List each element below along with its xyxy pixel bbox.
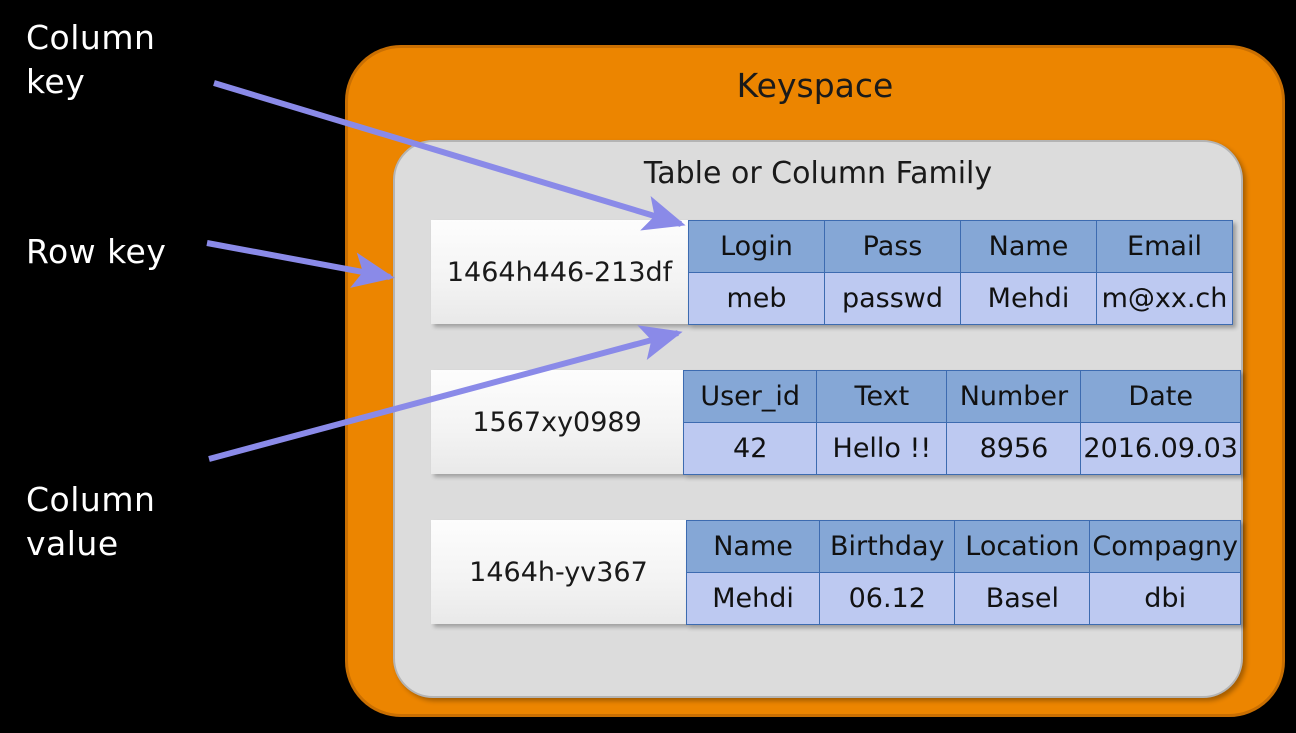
column-value-row: Mehdi 06.12 Basel dbi (685, 572, 1241, 625)
column-value-cell: Mehdi (685, 572, 821, 625)
column-value-cell: 2016.09.03 (1080, 422, 1241, 475)
row-key-cell: 1567xy0989 (431, 370, 684, 474)
column-value-cell: meb (688, 272, 825, 325)
keyspace-title: Keyspace (736, 66, 894, 105)
column-value-cell: passwd (824, 272, 961, 325)
column-header-cell: Login (688, 220, 825, 273)
table-row: 1464h446-213df Login Pass Name Email meb… (431, 220, 1233, 325)
column-header-cell: Birthday (819, 520, 956, 573)
column-header-cell: User_id (683, 370, 818, 423)
column-header-cell: Text (816, 370, 948, 423)
column-table: Login Pass Name Email meb passwd Mehdi m… (688, 220, 1233, 325)
column-header-cell: Number (946, 370, 1082, 423)
column-value-row: 42 Hello !! 8956 2016.09.03 (683, 422, 1241, 475)
column-value-cell: 06.12 (819, 572, 956, 625)
table-row: 1464h-yv367 Name Birthday Location Compa… (431, 520, 1241, 625)
annotation-column-value: Column value (26, 480, 156, 563)
column-value-cell: m@xx.ch (1096, 272, 1233, 325)
column-header-row: Login Pass Name Email (688, 220, 1233, 273)
column-header-cell: Compagny (1089, 520, 1241, 573)
column-value-cell: 8956 (946, 422, 1082, 475)
column-header-cell: Name (685, 520, 821, 573)
column-family-title: Table or Column Family (643, 156, 993, 191)
column-table: User_id Text Number Date 42 Hello !! 895… (683, 370, 1241, 475)
column-value-cell: Basel (954, 572, 1091, 625)
column-header-row: User_id Text Number Date (683, 370, 1241, 423)
row-key-cell: 1464h-yv367 (431, 520, 686, 624)
row-key-cell: 1464h446-213df (431, 220, 688, 324)
column-value-cell: Hello !! (816, 422, 948, 475)
column-value-cell: 42 (683, 422, 818, 475)
table-row: 1567xy0989 User_id Text Number Date 42 H… (431, 370, 1241, 475)
column-header-cell: Name (960, 220, 1097, 273)
column-value-row: meb passwd Mehdi m@xx.ch (688, 272, 1233, 325)
column-value-cell: Mehdi (960, 272, 1097, 325)
column-value-cell: dbi (1089, 572, 1241, 625)
annotation-column-key: Column key (26, 18, 156, 101)
keyspace-container: Keyspace Table or Column Family 1464h446… (345, 45, 1285, 717)
column-header-cell: Date (1080, 370, 1241, 423)
column-family-container: Table or Column Family 1464h446-213df Lo… (393, 140, 1243, 698)
annotation-row-key: Row key (26, 232, 167, 271)
column-header-cell: Pass (824, 220, 961, 273)
column-header-row: Name Birthday Location Compagny (685, 520, 1241, 573)
column-header-cell: Email (1096, 220, 1233, 273)
column-table: Name Birthday Location Compagny Mehdi 06… (685, 520, 1241, 625)
column-header-cell: Location (954, 520, 1091, 573)
